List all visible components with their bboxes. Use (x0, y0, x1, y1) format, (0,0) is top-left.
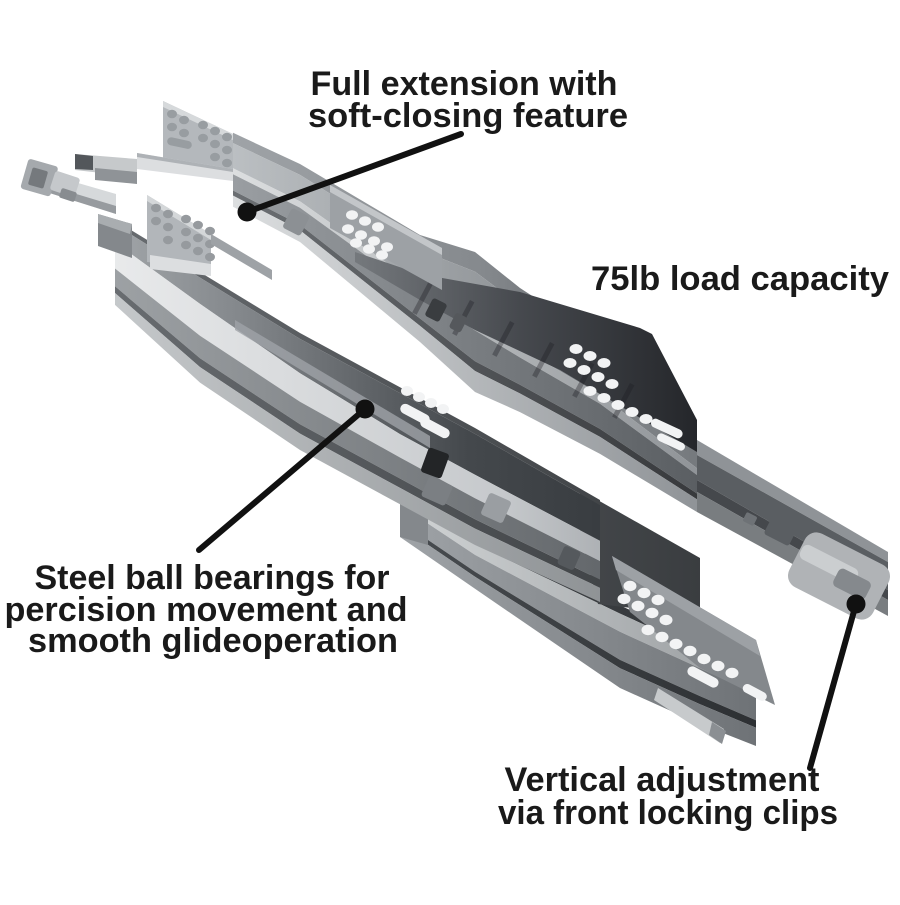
svg-text:percision movement and: percision movement and (5, 591, 408, 629)
svg-text:via front locking clips: via front locking clips (498, 794, 838, 832)
svg-text:Steel ball bearings for: Steel ball bearings for (35, 559, 390, 597)
svg-text:soft-closing feature: soft-closing feature (308, 97, 628, 135)
svg-text:Full extension with: Full extension with (311, 65, 618, 103)
svg-text:75lb load capacity: 75lb load capacity (591, 260, 889, 298)
svg-text:smooth glideoperation: smooth glideoperation (28, 622, 398, 660)
svg-text:Vertical adjustment: Vertical adjustment (505, 761, 820, 799)
